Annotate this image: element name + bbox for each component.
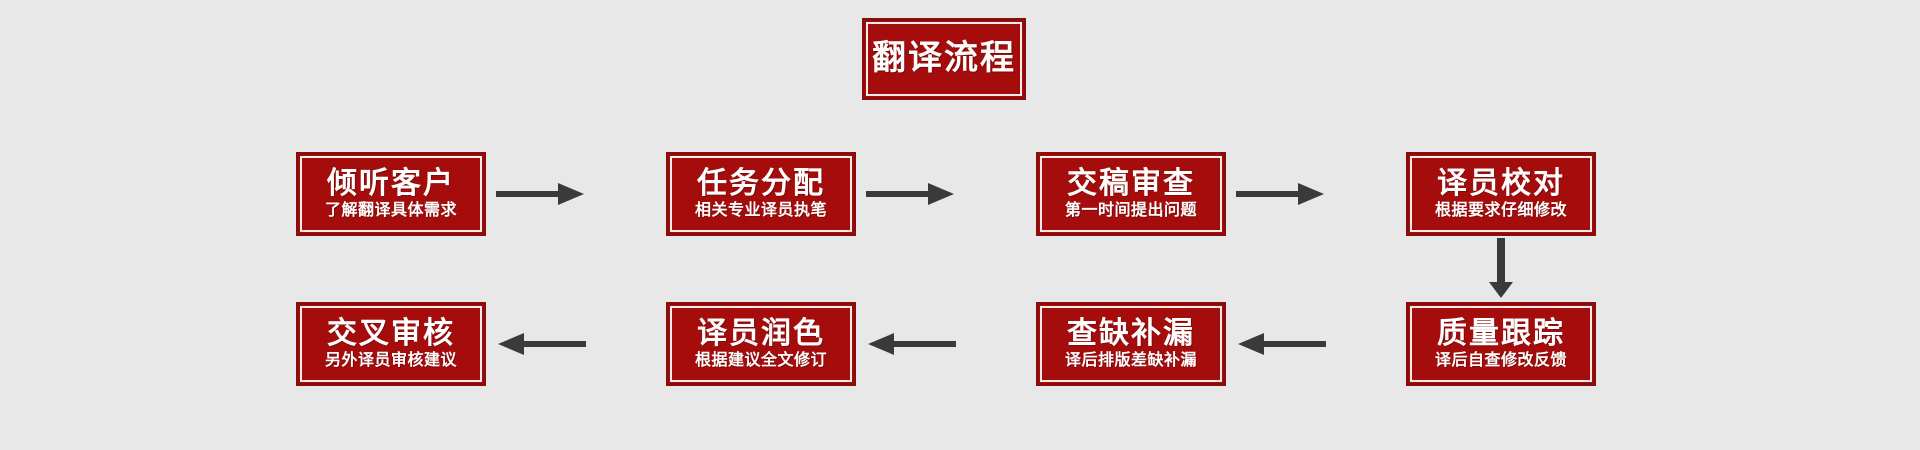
step-box-5[interactable]: 质量跟踪 译后自查修改反馈	[1406, 302, 1596, 386]
diagram-title-box: 翻译流程	[862, 18, 1026, 100]
step-box-1[interactable]: 倾听客户 了解翻译具体需求	[296, 152, 486, 236]
step-subtitle-6: 译后排版差缺补漏	[1064, 351, 1197, 369]
step-title-2: 任务分配	[697, 167, 825, 201]
step-box-4[interactable]: 译员校对 根据要求仔细修改	[1406, 152, 1596, 236]
step-title-4: 译员校对	[1437, 167, 1565, 201]
step-box-8[interactable]: 交叉审核 另外译员审核建议	[296, 302, 486, 386]
step-subtitle-2: 相关专业译员执笔	[694, 201, 827, 219]
arrow-left-icon-3	[496, 329, 586, 359]
step-title-7: 译员润色	[697, 317, 825, 351]
step-subtitle-4: 根据要求仔细修改	[1434, 201, 1567, 219]
step-title-1: 倾听客户	[327, 167, 455, 201]
arrow-left-icon-1	[1236, 329, 1326, 359]
step-title-8: 交叉审核	[327, 317, 455, 351]
step-title-6: 查缺补漏	[1067, 317, 1195, 351]
step-subtitle-7: 根据建议全文修订	[694, 351, 827, 369]
arrow-left-icon-2	[866, 329, 956, 359]
arrow-down-icon-1	[1486, 238, 1516, 300]
step-title-5: 质量跟踪	[1437, 317, 1565, 351]
step-subtitle-5: 译后自查修改反馈	[1434, 351, 1567, 369]
arrow-right-icon-2	[866, 179, 956, 209]
step-box-2[interactable]: 任务分配 相关专业译员执笔	[666, 152, 856, 236]
step-subtitle-8: 另外译员审核建议	[324, 351, 457, 369]
diagram-title-text: 翻译流程	[872, 39, 1016, 78]
step-box-7[interactable]: 译员润色 根据建议全文修订	[666, 302, 856, 386]
step-box-3[interactable]: 交稿审查 第一时间提出问题	[1036, 152, 1226, 236]
arrow-right-icon-3	[1236, 179, 1326, 209]
arrow-right-icon-1	[496, 179, 586, 209]
step-subtitle-3: 第一时间提出问题	[1064, 201, 1197, 219]
step-box-6[interactable]: 查缺补漏 译后排版差缺补漏	[1036, 302, 1226, 386]
step-subtitle-1: 了解翻译具体需求	[324, 201, 457, 219]
step-title-3: 交稿审查	[1067, 167, 1195, 201]
